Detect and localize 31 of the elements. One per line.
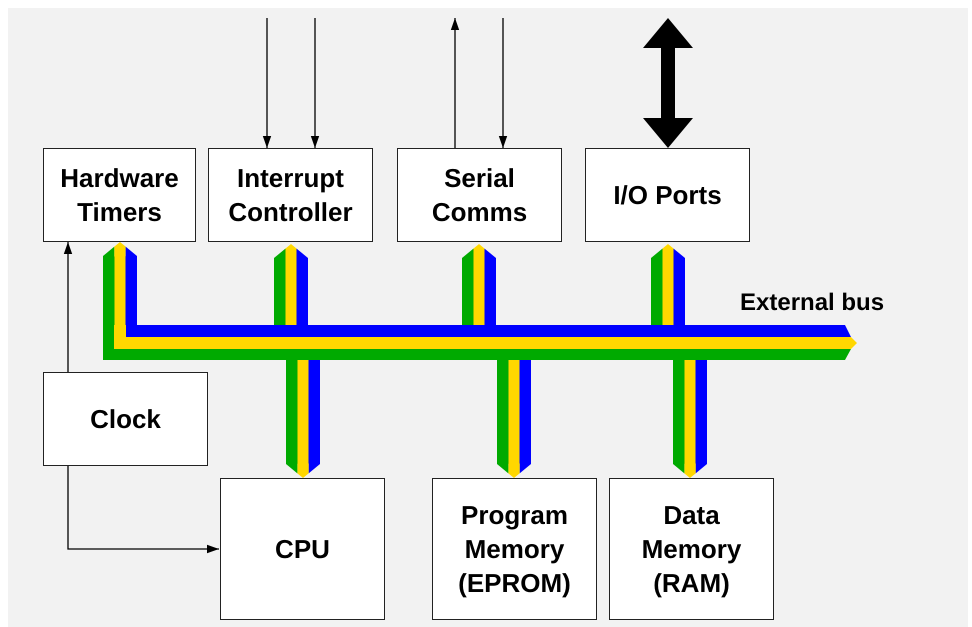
block-label: Data Memory (RAM) bbox=[640, 499, 742, 600]
block-label: Serial Comms bbox=[430, 162, 528, 229]
block-label: Interrupt Controller bbox=[227, 162, 354, 229]
bus-branch bbox=[462, 244, 496, 325]
arrow bbox=[310, 18, 320, 148]
bus-label: External bus bbox=[740, 289, 884, 317]
block-label: I/O Ports bbox=[613, 179, 722, 212]
block-label: Clock bbox=[90, 403, 161, 436]
block-box bbox=[43, 372, 208, 466]
arrow bbox=[64, 242, 72, 372]
arrow bbox=[67, 466, 219, 554]
double-arrow bbox=[643, 18, 693, 148]
arrow bbox=[262, 18, 272, 148]
bus-branch bbox=[651, 244, 685, 325]
block-label: Hardware Timers bbox=[59, 162, 180, 229]
bus-branch bbox=[497, 360, 531, 478]
block-box bbox=[609, 478, 774, 620]
arrow bbox=[498, 18, 508, 148]
bus-branch bbox=[103, 242, 137, 325]
block-box bbox=[432, 478, 597, 620]
block-box bbox=[208, 148, 373, 242]
block-label: Program Memory (EPROM) bbox=[457, 499, 572, 600]
bus-branch bbox=[286, 360, 320, 478]
block-box bbox=[397, 148, 562, 242]
block-label: CPU bbox=[275, 533, 330, 566]
block-box bbox=[585, 148, 750, 242]
block-box bbox=[220, 478, 385, 620]
bus-branch bbox=[274, 244, 308, 325]
bus-branch bbox=[673, 360, 707, 478]
block-box bbox=[43, 148, 196, 242]
arrow bbox=[450, 18, 460, 148]
